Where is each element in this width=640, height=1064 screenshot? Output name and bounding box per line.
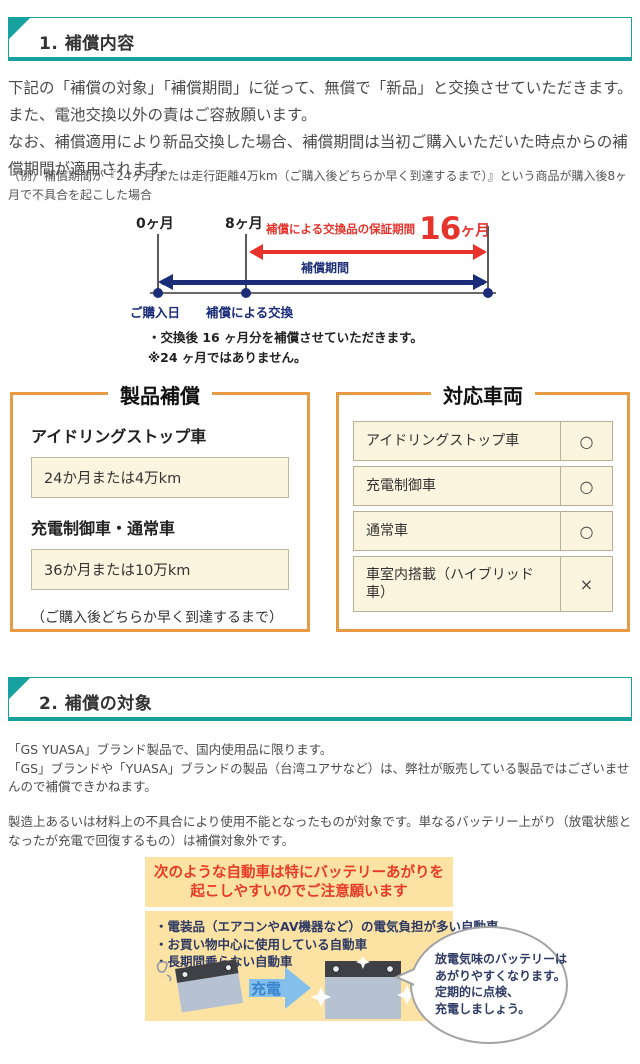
battery-weak-icon — [175, 959, 244, 1013]
section2-header: 2. 補償の対象 — [8, 677, 632, 721]
vehicle-row-mark: ○ — [560, 422, 612, 460]
replacement-warranty-text: 補償による交換品の保証期間 — [266, 222, 416, 236]
timeline-note-1: ・交換後 16 ヶ月分を補償させていただきます。 — [148, 330, 423, 345]
advice-line-4: 充電しましょう。 — [435, 1001, 531, 1016]
vehicle-row: 通常車 ○ — [353, 511, 613, 551]
timeline-tick-0month: 0ヶ月 — [136, 216, 174, 232]
replacement-period-arrow — [249, 244, 487, 260]
replacement-warranty-unit: ヶ月 — [460, 221, 491, 239]
supported-vehicles-title: 対応車両 — [431, 380, 535, 409]
vehicle-row-label: アイドリングストップ車 — [366, 433, 520, 449]
advice-line-3: 定期的に点検、 — [435, 985, 520, 999]
advice-line-1: 放電気味のバッテリーは — [435, 952, 568, 966]
warranty-item-value: 36か月または10万km — [31, 549, 289, 590]
battery-charge-illustration: 充電 — [156, 957, 417, 1019]
advice-speech-bubble: 放電気味のバッテリーは あがりやすくなります。 定期的に点検、 充電しましょう。 — [394, 926, 568, 1044]
product-warranty-note: （ご購入後どちらか早く到達するまで） — [31, 610, 283, 626]
vehicle-row-mark: ○ — [560, 512, 612, 550]
section2-title: 2. 補償の対象 — [39, 694, 153, 714]
section1-title: 1. 補償内容 — [39, 34, 135, 54]
intro-line-1: 下記の「補償の対象」「補償期間」に従って、無償で「新品」と交換させていただきます… — [8, 79, 633, 124]
warranty-timeline-diagram: 0ヶ月 8ヶ月 補償による交換品の保証期間 16 ヶ月 補償期間 ご購入日 補償… — [0, 210, 640, 380]
purchase-date-label: ご購入日 — [130, 305, 181, 320]
warning-divider — [145, 907, 453, 911]
vehicle-row-label: 車室内搭載（ハイブリッド車） — [366, 567, 534, 601]
replacement-warranty-number: 16 — [419, 211, 461, 247]
section1-header: 1. 補償内容 — [8, 17, 632, 61]
product-warranty-title: 製品補償 — [108, 380, 212, 409]
example-note: （例）補償期間が『24ヶ月または走行距離4万km（ご購入後どちらか早く到達するま… — [8, 169, 628, 202]
advice-line-2: あがりやすくなります。 — [435, 968, 566, 983]
replacement-warranty-label: 補償による交換品の保証期間 16 ヶ月 — [266, 211, 491, 247]
warning-title: 次のような自動車は特にバッテリーあがりを 起こしやすいのでご注意願います — [145, 857, 453, 902]
supported-vehicles-box: 対応車両 アイドリングストップ車 ○ 充電制御車 ○ 通常車 ○ 車室内搭載（ハ… — [336, 380, 630, 632]
product-warranty-box: 製品補償 アイドリングストップ車 24か月または4万km 充電制御車・通常車 3… — [10, 380, 310, 632]
warranty-period-arrow — [158, 274, 488, 290]
timeline-notes: ・交換後 16 ヶ月分を補償させていただきます。 ※24 ヶ月ではありません。 — [148, 328, 423, 367]
para1-line-2: 「GS」ブランドや「YUASA」ブランドの製品（台湾ユアサなど）は、弊社が販売し… — [8, 760, 630, 795]
warranty-item-heading: アイドリングストップ車 — [31, 427, 207, 446]
timeline-note-2: ※24 ヶ月ではありません。 — [148, 349, 307, 365]
vehicle-row: 車室内搭載（ハイブリッド車） × — [353, 556, 613, 612]
vehicle-row: アイドリングストップ車 ○ — [353, 421, 613, 461]
weak-squiggle-icon — [156, 961, 172, 982]
battery-warning-banner: 次のような自動車は特にバッテリーあがりを 起こしやすいのでご注意願います ・電装… — [0, 855, 640, 1064]
timeline-dot-exchange — [241, 288, 251, 298]
vehicle-row-mark: ○ — [560, 467, 612, 505]
warning-bullet: ・お買い物中心に使用している自動車 — [155, 936, 368, 952]
warning-title-line1: 次のような自動車は特にバッテリーあがりを — [154, 865, 444, 881]
warning-yellow-box: 次のような自動車は特にバッテリーあがりを 起こしやすいのでご注意願います ・電装… — [145, 857, 499, 1021]
section2-para2: 製造上あるいは材料上の不具合により使用不能となったものが対象です。単なるバッテリ… — [8, 814, 632, 848]
timeline-baseline — [150, 292, 496, 294]
vehicle-row-label: 充電制御車 — [366, 478, 436, 494]
warning-title-line2: 起こしやすいのでご注意願います — [190, 884, 408, 900]
warranty-item-value: 24か月または4万km — [31, 457, 289, 498]
timeline-dot-purchase — [153, 288, 163, 298]
warranty-item-heading: 充電制御車・通常車 — [31, 519, 176, 538]
intro-line-2: なお、補償適用により新品交換した場合、補償期間は当初ご購入いただいた時点からの補… — [8, 133, 628, 178]
warning-bullet: ・電装品（エアコンやAV機器など）の電気負担が多い自動車 — [155, 919, 499, 934]
warranty-period-label: 補償期間 — [300, 261, 349, 275]
sparkle-icons — [311, 957, 417, 1007]
section2-para1: 「GS YUASA」ブランド製品で、国内使用品に限ります。 「GS」ブランドや「… — [8, 741, 634, 797]
charge-arrow-icon: 充電 — [249, 967, 311, 1009]
timeline-vline-mid — [245, 234, 247, 294]
charge-label: 充電 — [251, 980, 281, 998]
section1-intro: 下記の「補償の対象」「補償期間」に従って、無償で「新品」と交換させていただきます… — [8, 75, 634, 183]
advice-text: 放電気味のバッテリーは あがりやすくなります。 定期的に点検、 充電しましょう。 — [435, 951, 567, 1017]
vehicle-row-label: 通常車 — [366, 523, 408, 539]
vehicle-row-mark: × — [560, 557, 612, 611]
timeline-vline-start — [157, 234, 159, 294]
timeline-dot-end — [483, 288, 493, 298]
battery-charged-icon — [325, 961, 401, 1019]
timeline-tick-8month: 8ヶ月 — [225, 216, 263, 232]
exchange-label: 補償による交換 — [206, 305, 294, 320]
para1-line-1: 「GS YUASA」ブランド製品で、国内使用品に限ります。 — [8, 742, 333, 757]
vehicle-row: 充電制御車 ○ — [353, 466, 613, 506]
timeline-vline-end — [487, 226, 489, 294]
